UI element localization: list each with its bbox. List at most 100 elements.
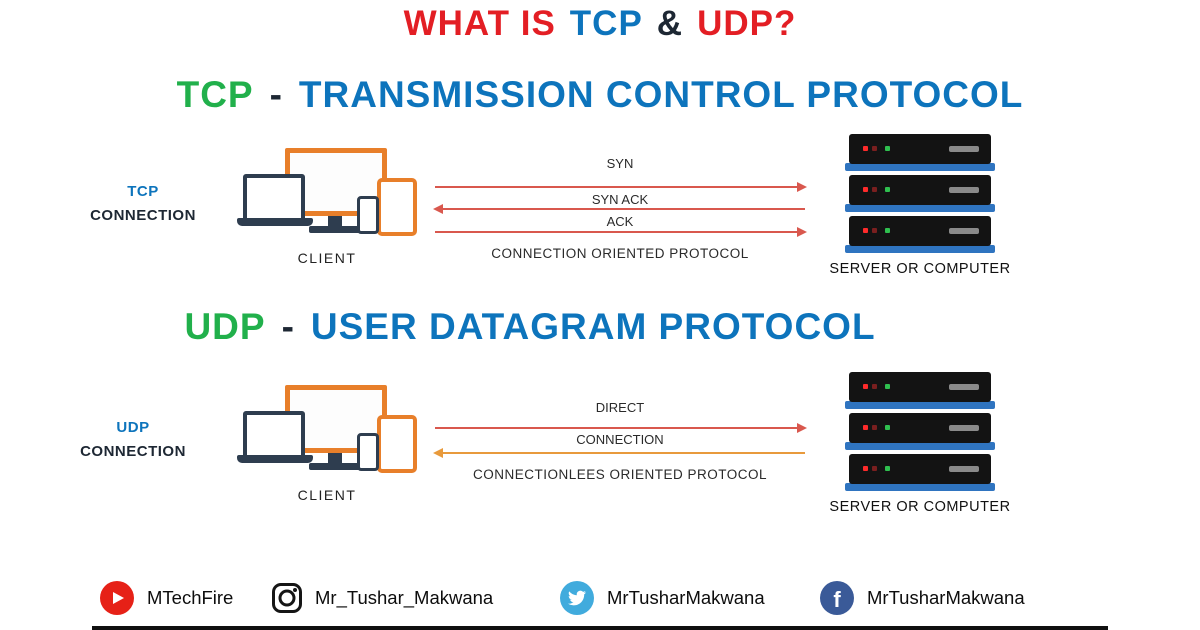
instagram-icon — [272, 583, 302, 613]
tcp-abbr: TCP — [176, 74, 254, 115]
twitter-handle: MrTusharMakwana — [607, 587, 765, 608]
youtube-handle: MTechFire — [147, 587, 234, 608]
server-base-icon — [845, 245, 995, 253]
title-ampersand: & — [656, 4, 684, 43]
server-vent-icon — [949, 187, 979, 193]
facebook-handle: MrTusharMakwana — [867, 587, 1025, 608]
monitor-base-icon — [309, 463, 361, 470]
server-led-icon — [885, 187, 890, 192]
play-icon — [113, 592, 124, 604]
tcp-protocol-note: CONNECTION ORIENTED PROTOCOL — [491, 246, 749, 261]
server-led-icon — [863, 425, 868, 430]
server-led-icon — [863, 466, 868, 471]
udp-client-illustration: CLIENT — [237, 385, 417, 503]
server-unit-icon — [849, 134, 991, 164]
server-vent-icon — [949, 425, 979, 431]
server-led-icon — [885, 228, 890, 233]
syn-ack-arrow-icon — [433, 204, 805, 214]
title-udp: UDP? — [697, 4, 797, 43]
server-led-icon — [885, 146, 890, 151]
udp-section-heading: UDP-USER DATAGRAM PROTOCOL — [0, 306, 1060, 348]
server-led-icon — [885, 384, 890, 389]
server-led-icon — [872, 466, 877, 471]
twitter-bird-icon — [568, 590, 586, 606]
server-led-icon — [885, 466, 890, 471]
server-led-icon — [863, 228, 868, 233]
tcp-client-illustration: CLIENT — [237, 148, 417, 266]
server-base-icon — [845, 483, 995, 491]
udp-protocol-note: CONNECTIONLEES ORIENTED PROTOCOL — [472, 467, 768, 482]
connection-label: CONNECTION — [576, 432, 664, 447]
social-twitter: MrTusharMakwana — [560, 580, 765, 616]
connection-arrow-icon — [433, 448, 805, 458]
udp-dash: - — [281, 306, 295, 347]
server-led-icon — [863, 187, 868, 192]
tcp-connection-label: TCP CONNECTION — [68, 180, 218, 228]
direct-label: DIRECT — [595, 400, 645, 415]
server-base-icon — [845, 163, 995, 171]
laptop-base-icon — [237, 218, 313, 226]
udp-full-name: USER DATAGRAM PROTOCOL — [310, 306, 876, 347]
udp-flow: DIRECT CONNECTION CONNECTIONLEES ORIENTE… — [433, 388, 807, 483]
title-tcp: TCP — [569, 4, 643, 43]
server-base-icon — [845, 442, 995, 450]
social-facebook: f MrTusharMakwana — [820, 580, 1025, 616]
phone-icon — [357, 433, 379, 471]
title-what-is: WHAT IS — [403, 4, 556, 43]
server-led-icon — [872, 146, 877, 151]
bottom-divider — [92, 626, 1108, 630]
phone-icon — [357, 196, 379, 234]
server-base-icon — [845, 204, 995, 212]
server-led-icon — [872, 187, 877, 192]
youtube-icon — [100, 581, 134, 615]
server-led-icon — [872, 228, 877, 233]
monitor-stand-icon — [328, 453, 342, 463]
instagram-handle: Mr_Tushar_Makwana — [315, 587, 494, 608]
server-led-icon — [885, 425, 890, 430]
direct-arrow-icon — [435, 423, 807, 433]
monitor-stand-icon — [328, 216, 342, 226]
server-unit-icon — [849, 413, 991, 443]
social-youtube: MTechFire — [100, 580, 233, 616]
laptop-icon — [243, 174, 305, 222]
ack-label: ACK — [606, 214, 634, 229]
udp-server-illustration: SERVER OR COMPUTER — [829, 372, 1010, 515]
tablet-icon — [377, 178, 417, 236]
tcp-dash: - — [269, 74, 283, 115]
server-base-icon — [845, 401, 995, 409]
udp-server-label: SERVER OR COMPUTER — [829, 499, 1011, 515]
social-instagram: Mr_Tushar_Makwana — [272, 580, 493, 616]
facebook-icon: f — [820, 581, 854, 615]
tcp-full-name: TRANSMISSION CONTROL PROTOCOL — [298, 74, 1024, 115]
server-vent-icon — [949, 466, 979, 472]
server-unit-icon — [849, 454, 991, 484]
server-led-icon — [863, 146, 868, 151]
tcp-client-label: CLIENT — [297, 250, 357, 266]
tablet-icon — [377, 415, 417, 473]
udp-abbr: UDP — [184, 306, 266, 347]
tcp-server-illustration: SERVER OR COMPUTER — [829, 134, 1010, 277]
udp-connection-line2: CONNECTION — [80, 443, 186, 460]
udp-connection-label: UDP CONNECTION — [58, 416, 208, 464]
udp-client-label: CLIENT — [297, 487, 357, 503]
laptop-base-icon — [237, 455, 313, 463]
twitter-icon — [560, 581, 594, 615]
ack-arrow-icon — [435, 227, 807, 237]
tcp-handshake-flow: SYN SYN ACK ACK CONNECTION ORIENTED PROT… — [433, 150, 807, 262]
facebook-f-glyph: f — [833, 586, 841, 612]
server-vent-icon — [949, 146, 979, 152]
server-led-icon — [872, 384, 877, 389]
tcp-server-label: SERVER OR COMPUTER — [829, 261, 1011, 277]
server-unit-icon — [849, 372, 991, 402]
syn-arrow-icon — [435, 182, 807, 192]
server-led-icon — [863, 384, 868, 389]
syn-ack-label: SYN ACK — [591, 192, 649, 207]
udp-connection-line1: UDP — [116, 419, 150, 436]
tcp-connection-line2: CONNECTION — [90, 207, 196, 224]
server-vent-icon — [949, 228, 979, 234]
server-led-icon — [872, 425, 877, 430]
server-unit-icon — [849, 216, 991, 246]
monitor-base-icon — [309, 226, 361, 233]
server-vent-icon — [949, 384, 979, 390]
